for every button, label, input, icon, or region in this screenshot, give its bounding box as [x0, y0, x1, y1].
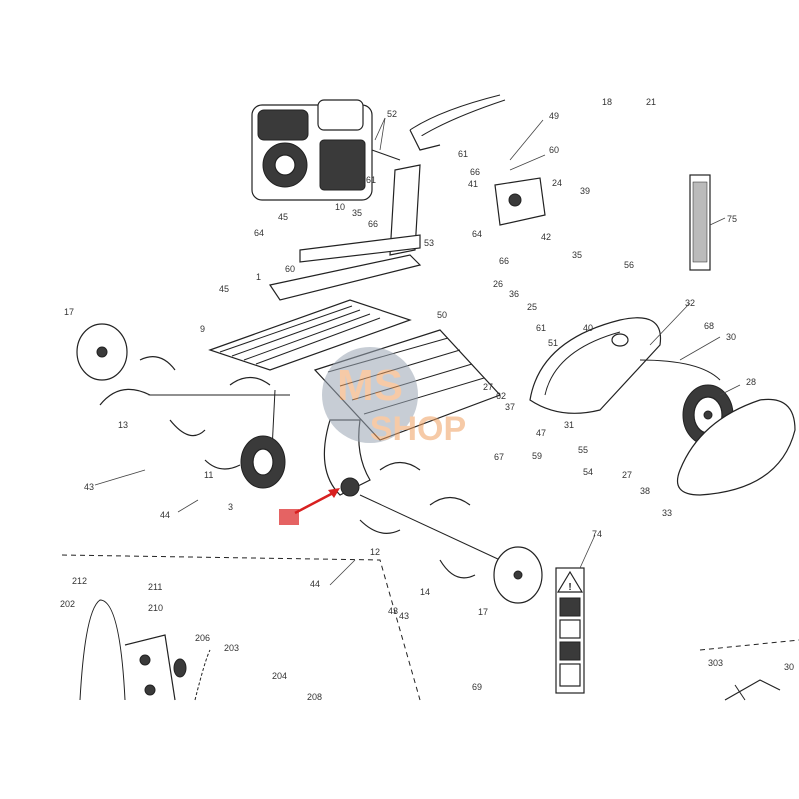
- belt-cover: [529, 317, 662, 414]
- handle-bar: [409, 94, 506, 151]
- part-label: 45: [278, 212, 288, 222]
- part-label: 37: [505, 402, 515, 412]
- depth-wheel: [240, 389, 286, 489]
- part-label: 203: [224, 643, 239, 653]
- part-label: 38: [640, 486, 650, 496]
- part-label: 21: [646, 97, 656, 107]
- part-label: 17: [64, 307, 74, 317]
- part-label: 202: [60, 599, 75, 609]
- part-label: 43: [388, 606, 398, 616]
- highlight-arrow: [279, 488, 340, 525]
- part-label: 60: [285, 264, 295, 274]
- part-label: 10: [335, 202, 345, 212]
- part-label: 35: [572, 250, 582, 260]
- part-label: 66: [499, 256, 509, 266]
- part-label: 204: [272, 671, 287, 681]
- part-label: 32: [685, 298, 695, 308]
- part-label: 35: [352, 208, 362, 218]
- part-label: 56: [624, 260, 634, 270]
- part-label: 1: [256, 272, 261, 282]
- gearbox-part: [494, 177, 546, 226]
- watermark-text-2: SHOP: [370, 410, 466, 448]
- part-label: 61: [458, 149, 468, 159]
- part-label: 66: [470, 167, 480, 177]
- part-label: 53: [424, 238, 434, 248]
- part-label: 59: [532, 451, 542, 461]
- lower-right-inset: [699, 639, 799, 701]
- part-label: 44: [160, 510, 170, 520]
- watermark-text-1: MS: [337, 361, 403, 410]
- part-label: 13: [118, 420, 128, 430]
- part-label: 25: [527, 302, 537, 312]
- part-label: 303: [708, 658, 723, 668]
- warning-decal-strip: !: [555, 567, 585, 694]
- part-label: 41: [468, 179, 478, 189]
- part-label: 26: [493, 279, 503, 289]
- decal-strip-75: [689, 174, 711, 271]
- part-labels: 1 3 9 10 11 12 13 14 17 17 18 21 24 25 2…: [60, 97, 794, 702]
- leader-lines: [94, 117, 741, 586]
- part-label: 43: [84, 482, 94, 492]
- part-label: 30: [726, 332, 736, 342]
- part-label: 210: [148, 603, 163, 613]
- part-label: 40: [583, 323, 593, 333]
- engine-cover: [676, 398, 796, 496]
- part-label: 28: [746, 377, 756, 387]
- part-label: 43: [399, 611, 409, 621]
- part-label: 11: [204, 470, 213, 480]
- frame-assembly: [269, 164, 422, 301]
- part-label: 39: [580, 186, 590, 196]
- part-label: 44: [310, 579, 320, 589]
- part-label: 47: [536, 428, 546, 438]
- part-label: 64: [472, 229, 482, 239]
- part-label: 9: [200, 324, 205, 334]
- part-label: 30: [784, 662, 794, 672]
- part-label: 18: [602, 97, 612, 107]
- belt-drive-inset: [61, 554, 421, 701]
- part-label: 208: [307, 692, 322, 702]
- tine-shield-left: [208, 299, 412, 371]
- part-label: 61: [366, 175, 376, 185]
- part-label: 61: [536, 323, 546, 333]
- part-label: 12: [370, 547, 380, 557]
- svg-text:!: !: [568, 582, 571, 593]
- part-label: 17: [478, 607, 488, 617]
- part-label: 67: [494, 452, 504, 462]
- part-label: 55: [578, 445, 588, 455]
- part-label: 50: [437, 310, 447, 320]
- part-label: 49: [549, 111, 559, 121]
- watermark-logo: MS SHOP: [322, 347, 466, 448]
- part-label: 62: [496, 391, 506, 401]
- part-label: 74: [592, 529, 602, 539]
- part-label: 60: [549, 145, 559, 155]
- part-label: 42: [541, 232, 551, 242]
- part-label: 69: [472, 682, 482, 692]
- engine-drawing: [251, 99, 401, 201]
- part-label: 36: [509, 289, 519, 299]
- part-label: 24: [552, 178, 562, 188]
- part-label: 66: [368, 219, 378, 229]
- tine-assembly-right: [359, 461, 543, 604]
- part-label: 212: [72, 576, 87, 586]
- part-label: 33: [662, 508, 672, 518]
- part-label: 68: [704, 321, 714, 331]
- part-label: 64: [254, 228, 264, 238]
- part-label: 14: [420, 587, 430, 597]
- part-label: 45: [219, 284, 229, 294]
- part-label: 31: [564, 420, 574, 430]
- part-label: 27: [622, 470, 632, 480]
- part-label: 211: [148, 582, 162, 592]
- part-label: 75: [727, 214, 737, 224]
- part-label: 51: [548, 338, 558, 348]
- part-label: 206: [195, 633, 210, 643]
- part-label: 3: [228, 502, 233, 512]
- tine-assembly-left: [76, 323, 290, 470]
- part-label: 52: [387, 109, 397, 119]
- part-label: 27: [483, 382, 493, 392]
- part-label: 54: [583, 467, 593, 477]
